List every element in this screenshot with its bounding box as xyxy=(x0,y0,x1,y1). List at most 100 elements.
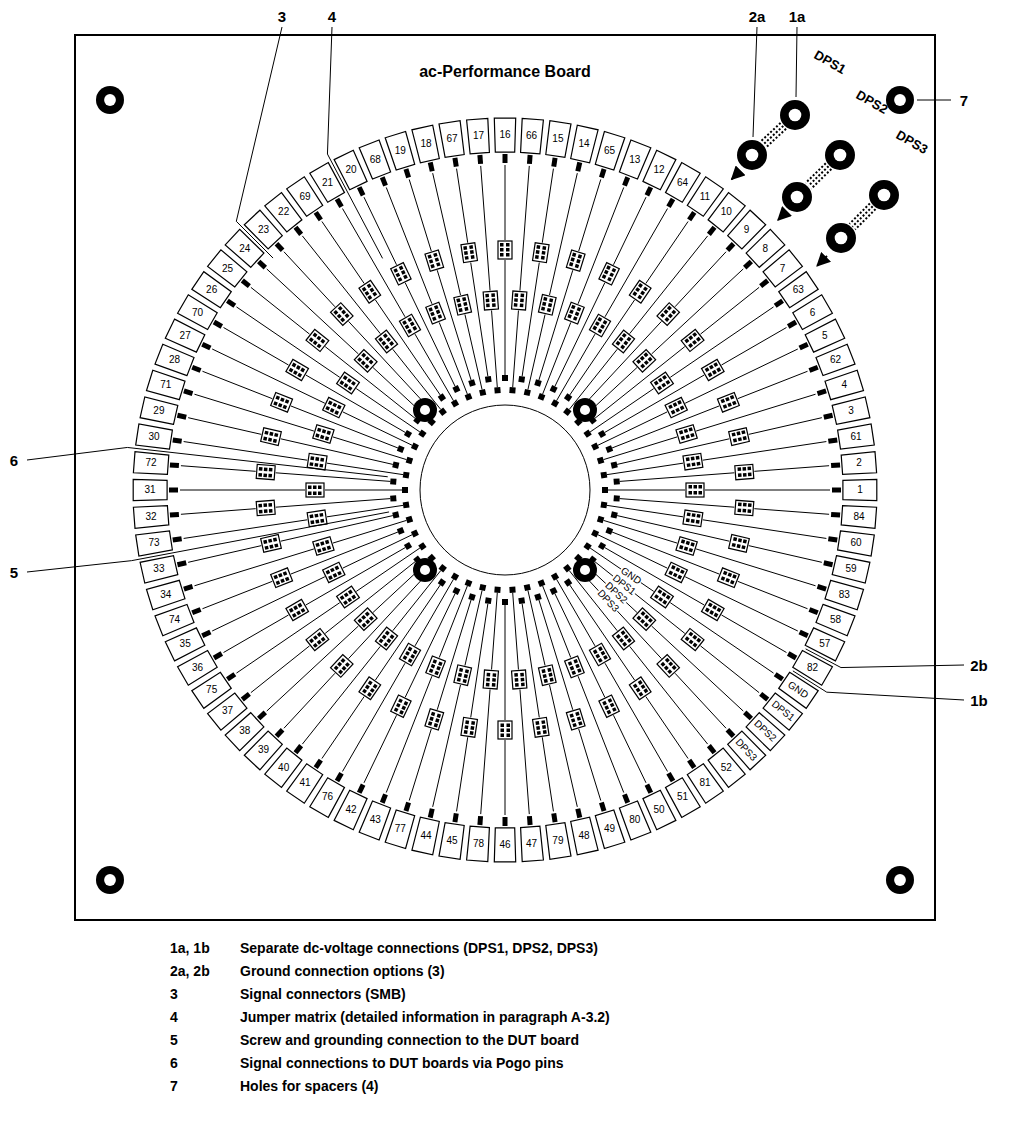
signal-trace xyxy=(281,516,393,542)
pogo-pad xyxy=(611,511,618,518)
jumper-pin xyxy=(616,341,621,346)
jumper-pin xyxy=(738,502,742,506)
spacer-hole xyxy=(96,866,124,894)
dc-connector xyxy=(878,189,891,202)
jumper-pin xyxy=(543,730,547,734)
signal-tab xyxy=(595,132,625,171)
jumper-pin xyxy=(660,662,665,667)
signal-trace xyxy=(513,593,519,670)
pin-number: 15 xyxy=(552,134,563,144)
jumper-pin xyxy=(506,253,510,257)
jumper-pin xyxy=(386,638,391,643)
pogo-pad xyxy=(538,393,546,401)
signal-trace xyxy=(522,604,539,718)
jumper-pin xyxy=(714,613,719,618)
pin-number: 43 xyxy=(370,815,381,825)
jumper-pin xyxy=(457,303,461,307)
pin-number: 9 xyxy=(744,225,750,235)
screw-hole xyxy=(420,565,430,575)
signal-trace xyxy=(700,646,759,693)
pin-number: 52 xyxy=(721,763,732,773)
pogo-pad xyxy=(402,487,408,493)
jumper-pin xyxy=(365,611,370,616)
pin-number: 41 xyxy=(299,778,310,788)
pin-number: 26 xyxy=(206,285,217,295)
jumper-pin xyxy=(465,669,469,673)
signal-trace xyxy=(603,520,677,543)
signal-tab xyxy=(521,826,544,861)
signal-trace xyxy=(276,499,391,508)
jumper-pin xyxy=(464,307,468,311)
signal-trace xyxy=(578,187,624,303)
pogo-pad xyxy=(392,462,399,469)
jumper-matrix xyxy=(599,263,619,285)
pogo-pad xyxy=(392,511,399,518)
signal-trace xyxy=(184,442,308,461)
smb-connector xyxy=(624,177,627,185)
pogo-pad xyxy=(597,516,605,524)
jumper-pin xyxy=(668,661,673,666)
jumper-pin xyxy=(320,541,324,545)
signal-tab xyxy=(521,118,544,153)
pin-number: 61 xyxy=(850,432,861,442)
signal-tab xyxy=(439,121,464,158)
pin-number: 80 xyxy=(629,815,640,825)
jumper-matrix xyxy=(702,599,725,620)
jumper-pin xyxy=(351,595,356,600)
jumper-pin xyxy=(696,520,700,524)
jumper-pin xyxy=(689,639,694,644)
jumper-pin xyxy=(677,400,682,405)
signal-trace xyxy=(325,490,402,491)
signal-trace xyxy=(722,328,787,366)
jumper-matrix xyxy=(306,629,329,651)
jumper-matrix xyxy=(425,709,444,730)
pin-number: 24 xyxy=(239,244,250,254)
signal-trace xyxy=(433,685,461,807)
jumper-pin xyxy=(434,723,438,727)
pin-number: 70 xyxy=(192,308,203,318)
jumper-pin xyxy=(514,673,518,677)
signal-trace xyxy=(613,197,646,265)
jumper-matrix xyxy=(566,709,585,730)
jumper-pin xyxy=(269,509,273,513)
jumper-pin xyxy=(317,343,322,348)
smb-connector xyxy=(455,158,456,167)
pin-number: 45 xyxy=(447,836,458,846)
pogo-pad xyxy=(538,579,546,587)
smb-connector xyxy=(647,187,651,195)
jumper-pin xyxy=(308,486,312,490)
key-text: Screw and grounding connection to the DU… xyxy=(240,1033,579,1047)
pin-number: 62 xyxy=(830,355,841,365)
jumper-pin xyxy=(521,683,525,687)
pin-number: 40 xyxy=(278,763,289,773)
smb-connector xyxy=(170,512,179,518)
pin-number: 21 xyxy=(322,178,333,188)
signal-tab xyxy=(147,370,186,400)
smb-connector xyxy=(788,654,796,659)
jumper-pin xyxy=(673,402,678,407)
jumper-pin xyxy=(571,671,576,676)
jumper-pin xyxy=(570,666,575,671)
jumper-pin xyxy=(737,467,741,471)
jumper-pin xyxy=(435,718,439,722)
smb-connector xyxy=(430,809,432,818)
signal-trace xyxy=(579,729,601,801)
jumper-pin xyxy=(486,304,490,308)
jumper-pin xyxy=(608,698,613,703)
dc-connector xyxy=(869,180,899,210)
jumper-pin xyxy=(326,570,331,575)
pin-number: 50 xyxy=(653,805,664,815)
signal-trace xyxy=(520,689,529,814)
jumper-matrix xyxy=(665,397,687,417)
jumper-pin xyxy=(741,430,745,434)
smb-connector xyxy=(227,301,234,306)
signal-trace xyxy=(349,574,427,658)
pogo-pad xyxy=(438,578,446,586)
jumper-matrix xyxy=(256,464,275,479)
jumper-pin xyxy=(318,492,322,496)
jumper-pin xyxy=(408,647,413,652)
jumper-pin xyxy=(694,485,698,489)
jumper-matrix xyxy=(337,586,360,608)
signal-trace xyxy=(595,347,685,419)
jumper-pin xyxy=(273,575,278,580)
